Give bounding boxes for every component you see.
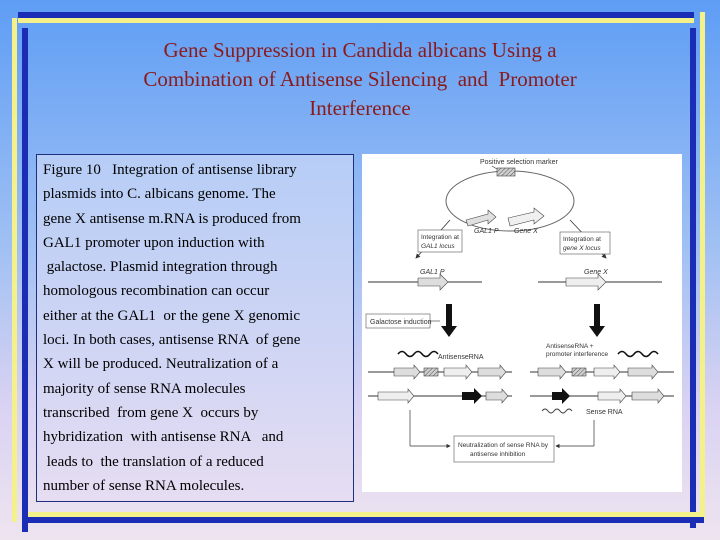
right-locus-block-3	[627, 364, 659, 380]
neutralization-label: Neutralization of sense RNA by	[458, 442, 549, 449]
left-blue-bar	[22, 28, 28, 532]
caption-line: galactose. Plasmid integration through	[43, 259, 278, 276]
genex-locus-label: Gene X	[584, 269, 608, 276]
caption-line: GAL1 promoter upon induction with	[43, 234, 265, 251]
left-antisense-wave	[397, 350, 439, 358]
genex-locus-arrow	[565, 273, 607, 291]
antisense-rna-right-label: promoter interference	[546, 351, 609, 358]
left-promoter-arrow	[462, 388, 482, 404]
right-promoter-arrow	[552, 388, 570, 404]
caption-line: homologous recombination can occur	[43, 283, 270, 300]
integration-genex-label: gene X locus	[563, 245, 601, 252]
caption-line: majority of sense RNA molecules	[43, 380, 246, 397]
left-locus-block-2	[443, 364, 473, 380]
gal1-locus-arrow	[417, 273, 449, 291]
sense-rna-wave	[541, 408, 573, 414]
right-promoter-block-2	[631, 388, 665, 404]
integration-diagram: Positive selection marker GAL1 P Gene X …	[362, 154, 682, 492]
caption-line: transcribed from gene X occurs by	[43, 404, 259, 421]
bottom-yellow-bar	[28, 512, 704, 517]
right-antisense-wave	[617, 350, 659, 358]
left-down-arrow	[441, 304, 457, 337]
caption-line: X will be produced. Neutralization of a	[43, 356, 279, 373]
neutralization-label: antisense inhibition	[470, 451, 526, 458]
figure-caption-box: Figure 10 Integration of antisense libra…	[36, 154, 354, 502]
left-locus-block-3	[477, 364, 507, 380]
gal1p-locus-label: GAL1 P	[420, 269, 445, 276]
caption-line: gene X antisense m.RNA is produced from	[43, 210, 301, 227]
neutralization-box	[453, 435, 555, 463]
genex-plasmid-arrow	[507, 207, 545, 227]
antisense-rna-left-label: AntisenseRNA	[438, 354, 484, 361]
title-line: Gene Suppression in Candida albicans Usi…	[163, 38, 557, 62]
bottom-blue-bar	[28, 517, 704, 523]
left-promoter-block-2	[485, 388, 509, 404]
caption-line: plasmids into C. albicans genome. The	[43, 186, 276, 203]
top-blue-bar	[18, 12, 694, 18]
right-blue-bar	[690, 28, 696, 528]
gal1p-plasmid-label: GAL1 P	[474, 228, 499, 235]
left-promoter-block	[377, 388, 415, 404]
gal1p-plasmid-arrow	[465, 209, 497, 227]
integration-gal1-label: GAL1 locus	[421, 243, 455, 250]
integration-genex-label: Integration at	[563, 236, 601, 243]
right-yellow-bar	[700, 12, 705, 520]
caption-line: Figure 10 Integration of antisense libra…	[43, 162, 297, 178]
title-line: Interference	[309, 96, 411, 120]
integration-gal1-box	[417, 229, 463, 253]
right-locus-marker	[571, 367, 587, 377]
slide-title: Gene Suppression in Candida albicans Usi…	[60, 36, 660, 123]
top-yellow-bar	[18, 18, 694, 23]
sense-rna-label: Sense RNA	[586, 409, 623, 416]
caption-line: number of sense RNA molecules.	[43, 477, 245, 494]
caption-line: hybridization with antisense RNA and	[43, 429, 284, 446]
right-promoter-block	[597, 388, 627, 404]
caption-line: leads to the translation of a reduced	[43, 453, 264, 470]
left-yellow-bar	[12, 18, 17, 522]
title-line: Combination of Antisense Silencing and P…	[143, 67, 577, 91]
integration-genex-box	[559, 231, 611, 255]
genex-plasmid-label: Gene X	[514, 228, 538, 235]
caption-line: either at the GAL1 or the gene X genomic	[43, 307, 300, 324]
left-locus-block-1	[393, 364, 421, 380]
left-locus-marker	[423, 367, 439, 377]
right-down-arrow	[589, 304, 605, 337]
positive-selection-marker-label: Positive selection marker	[480, 159, 558, 166]
right-locus-block-1	[537, 364, 567, 380]
selection-marker-box	[496, 167, 516, 177]
right-locus-block-2	[593, 364, 621, 380]
integration-gal1-label: Integration at	[421, 234, 459, 241]
caption-line: loci. In both cases, antisense RNA of ge…	[43, 332, 301, 349]
antisense-rna-right-label: AntisenseRNA +	[546, 343, 594, 350]
galactose-induction-label: Galactose induction	[370, 319, 432, 326]
